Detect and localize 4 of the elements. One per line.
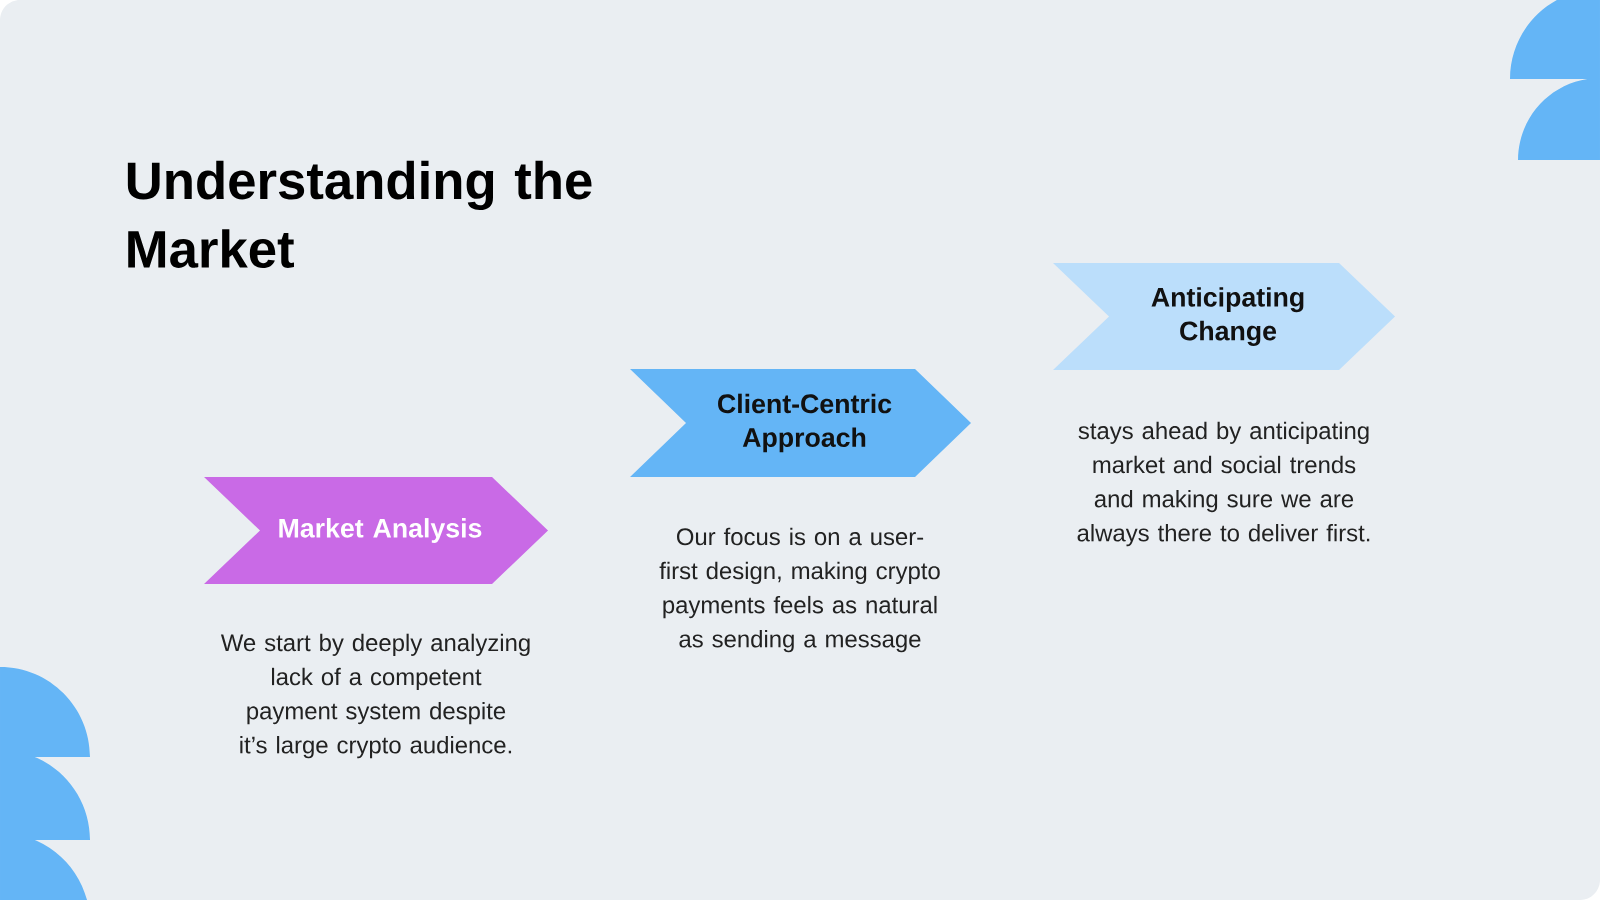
description-text: stays ahead by anticipating market and social trends and making sure we are always there to deliver first. — [1077, 421, 1370, 547]
description-text: Our focus is on a user-first design, making crypto payments feels as natural as sending a message — [659, 527, 940, 653]
description-text: We start by deeply analyzing lack of a competent payment system despite it’s large crypto audience. — [220, 633, 530, 759]
title: Understanding the Market — [127, 160, 592, 268]
